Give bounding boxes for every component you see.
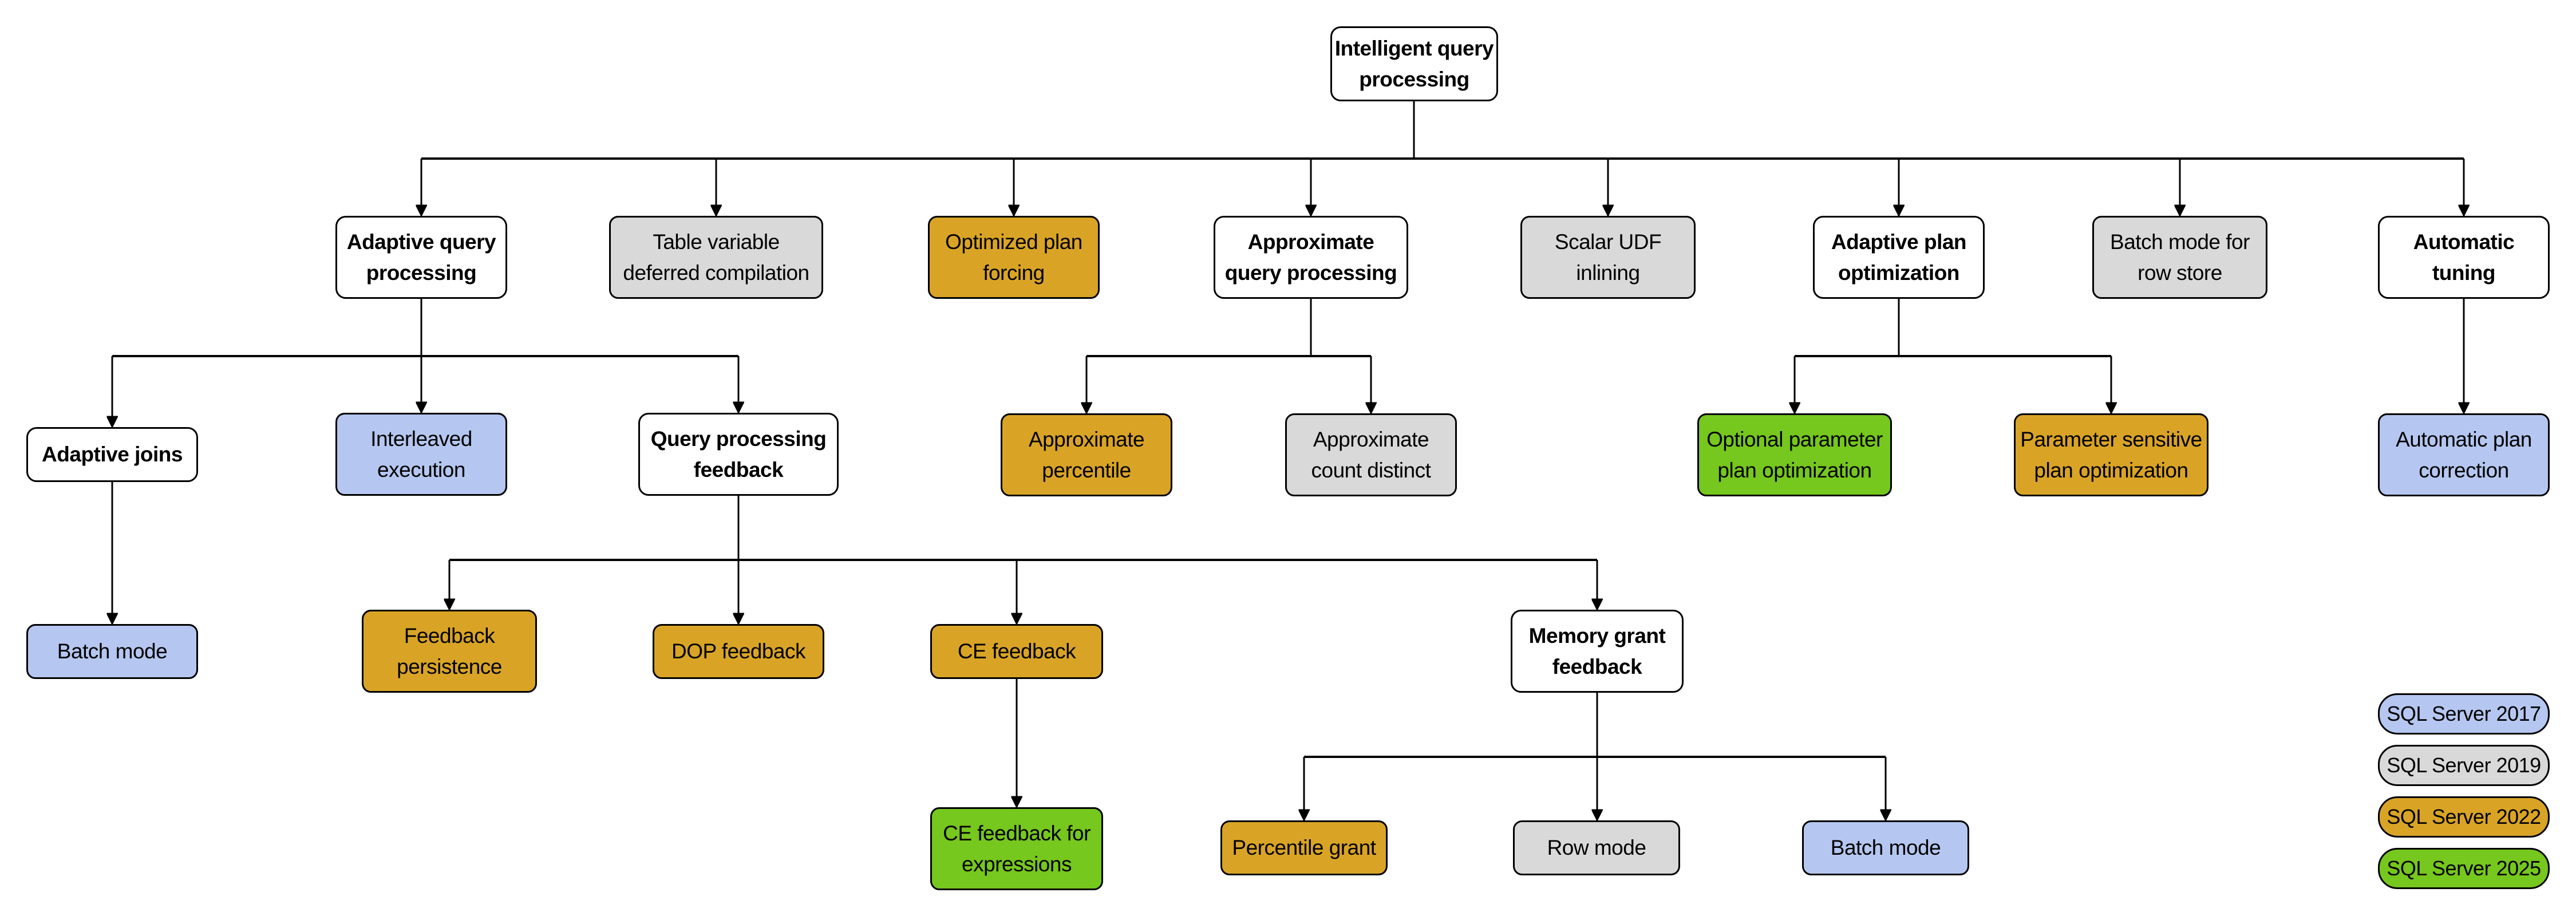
node-adaptive-joins: Adaptive joins (26, 427, 198, 482)
node-scalar-udf-inlining: Scalar UDF inlining (1520, 216, 1696, 299)
node-interleaved-execution: Interleaved execution (335, 413, 507, 496)
node-parameter-sensitive-plan-optimization: Parameter sensitive plan optimization (2014, 413, 2208, 496)
node-table-variable-deferred-compilation: Table variable deferred compilation (609, 216, 823, 299)
node-feedback-persistence: Feedback persistence (362, 610, 537, 693)
node-percentile-grant: Percentile grant (1220, 820, 1388, 875)
node-optional-parameter-plan-optimization: Optional parameter plan optimization (1697, 413, 1892, 496)
node-approximate-percentile: Approximate percentile (1001, 413, 1172, 496)
node-adaptive-plan-optimization: Adaptive plan optimization (1813, 216, 1985, 299)
node-row-mode: Row mode (1513, 820, 1680, 875)
node-ce-feedback: CE feedback (930, 624, 1103, 679)
node-query-processing-feedback: Query processing feedback (638, 413, 839, 496)
node-batch-mode-memory-grant: Batch mode (1802, 820, 1969, 875)
node-batch-mode-adaptive-joins: Batch mode (26, 624, 198, 679)
node-intelligent-query-processing: Intelligent query processing (1330, 26, 1498, 101)
node-adaptive-query-processing: Adaptive query processing (335, 216, 507, 299)
legend-sql-server-2019: SQL Server 2019 (2378, 745, 2550, 786)
node-approximate-query-processing: Approximate query processing (1214, 216, 1408, 299)
node-memory-grant-feedback: Memory grant feedback (1511, 610, 1684, 693)
node-batch-mode-for-row-store: Batch mode for row store (2092, 216, 2267, 299)
node-automatic-plan-correction: Automatic plan correction (2378, 413, 2550, 496)
legend-sql-server-2017: SQL Server 2017 (2378, 693, 2550, 735)
node-automatic-tuning: Automatic tuning (2378, 216, 2550, 299)
node-approximate-count-distinct: Approximate count distinct (1285, 413, 1457, 496)
legend-sql-server-2022: SQL Server 2022 (2378, 796, 2550, 838)
legend-sql-server-2025: SQL Server 2025 (2378, 848, 2550, 889)
node-ce-feedback-for-expressions: CE feedback for expressions (930, 807, 1103, 890)
node-dop-feedback: DOP feedback (653, 624, 824, 679)
node-optimized-plan-forcing: Optimized plan forcing (928, 216, 1100, 299)
